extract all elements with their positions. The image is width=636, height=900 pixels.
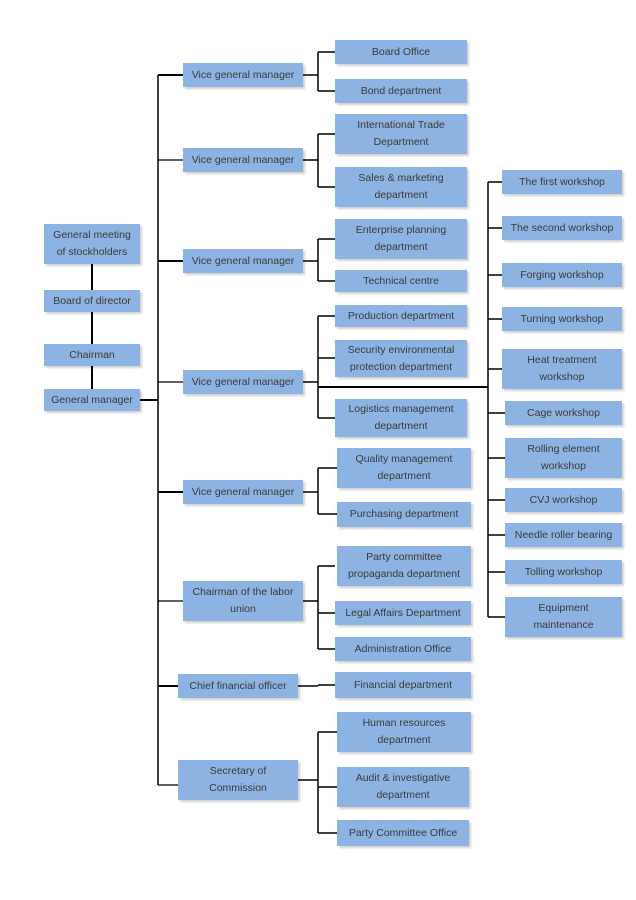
turning-workshop-box: Turning workshop [502, 307, 622, 331]
production-department-box: Production department [335, 305, 467, 327]
audit-investigative-department-box: Audit & investigative department [337, 767, 469, 807]
board-of-director-box: Board of director [44, 290, 140, 312]
rolling-element-workshop-box: Rolling element workshop [505, 438, 622, 478]
stockholders-meeting-box: General meeting of stockholders [44, 224, 140, 264]
vice-general-manager-2-box: Vice general manager [183, 148, 303, 172]
chairman-box: Chairman [44, 344, 140, 366]
second-workshop-box: The second workshop [502, 216, 622, 240]
administration-office-box: Administration Office [335, 637, 471, 661]
legal-affairs-department-box: Legal Affairs Department [335, 601, 471, 625]
technical-centre-box: Technical centre [335, 270, 467, 292]
labor-union-chairman-box: Chairman of the labor union [183, 581, 303, 621]
purchasing-department-box: Purchasing department [337, 502, 471, 527]
quality-management-department-box: Quality management department [337, 448, 471, 488]
security-environmental-protection-department-box: Security environmental protection depart… [335, 340, 467, 377]
general-manager-box: General manager [44, 389, 140, 411]
secretary-of-commission-box: Secretary of Commission [178, 760, 298, 800]
human-resources-department-box: Human resources department [337, 712, 471, 752]
enterprise-planning-department-box: Enterprise planning department [335, 219, 467, 259]
equipment-maintenance-box: Equipment maintenance [505, 597, 622, 637]
logistics-management-department-box: Logistics management department [335, 399, 467, 437]
tolling-workshop-box: Tolling workshop [505, 560, 622, 584]
vice-general-manager-5-box: Vice general manager [183, 480, 303, 504]
cvj-workshop-box: CVJ workshop [505, 488, 622, 512]
vice-general-manager-3-box: Vice general manager [183, 249, 303, 273]
chief-financial-officer-box: Chief financial officer [178, 674, 298, 698]
financial-department-box: Financial department [335, 672, 471, 698]
party-committee-office-box: Party Committee Office [337, 820, 469, 846]
forging-workshop-box: Forging workshop [502, 263, 622, 287]
needle-roller-bearing-box: Needle roller bearing [505, 523, 622, 547]
vice-general-manager-1-box: Vice general manager [183, 63, 303, 87]
bond-department-box: Bond department [335, 79, 467, 103]
international-trade-department-box: International Trade Department [335, 114, 467, 154]
party-committee-propaganda-department-box: Party committee propaganda department [337, 546, 471, 586]
cage-workshop-box: Cage workshop [505, 401, 622, 425]
board-office-box: Board Office [335, 40, 467, 64]
sales-marketing-department-box: Sales & marketing department [335, 167, 467, 207]
heat-treatment-workshop-box: Heat treatment workshop [502, 349, 622, 389]
first-workshop-box: The first workshop [502, 170, 622, 194]
vice-general-manager-4-box: Vice general manager [183, 370, 303, 394]
